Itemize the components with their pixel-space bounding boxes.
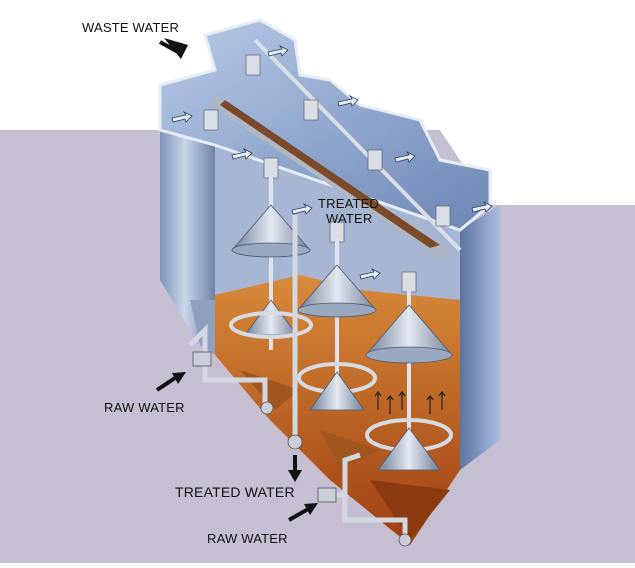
flow-arrows-top bbox=[171, 44, 493, 280]
hopper-bottom bbox=[370, 480, 450, 540]
raw-water-label-bottom: RAW WATER bbox=[207, 531, 288, 546]
treated-water-inner-label: TREATED WATER bbox=[318, 196, 379, 226]
treated-water-inner-line2: WATER bbox=[326, 211, 373, 226]
cone-distributor-icon bbox=[229, 204, 453, 471]
raw-water-label-left: RAW WATER bbox=[104, 400, 185, 415]
upflow-arrows bbox=[374, 391, 446, 414]
arrow-icon bbox=[155, 38, 318, 522]
tank-top-cover bbox=[160, 20, 490, 230]
right-tank-wall bbox=[460, 205, 500, 470]
waste-water-label: WASTE WATER bbox=[82, 20, 180, 35]
left-tank-wall bbox=[160, 130, 215, 355]
treated-water-inner-line1: TREATED bbox=[318, 196, 380, 211]
treated-water-label-bottom: TREATED WATER bbox=[175, 484, 295, 500]
valve-icon bbox=[192, 351, 412, 547]
